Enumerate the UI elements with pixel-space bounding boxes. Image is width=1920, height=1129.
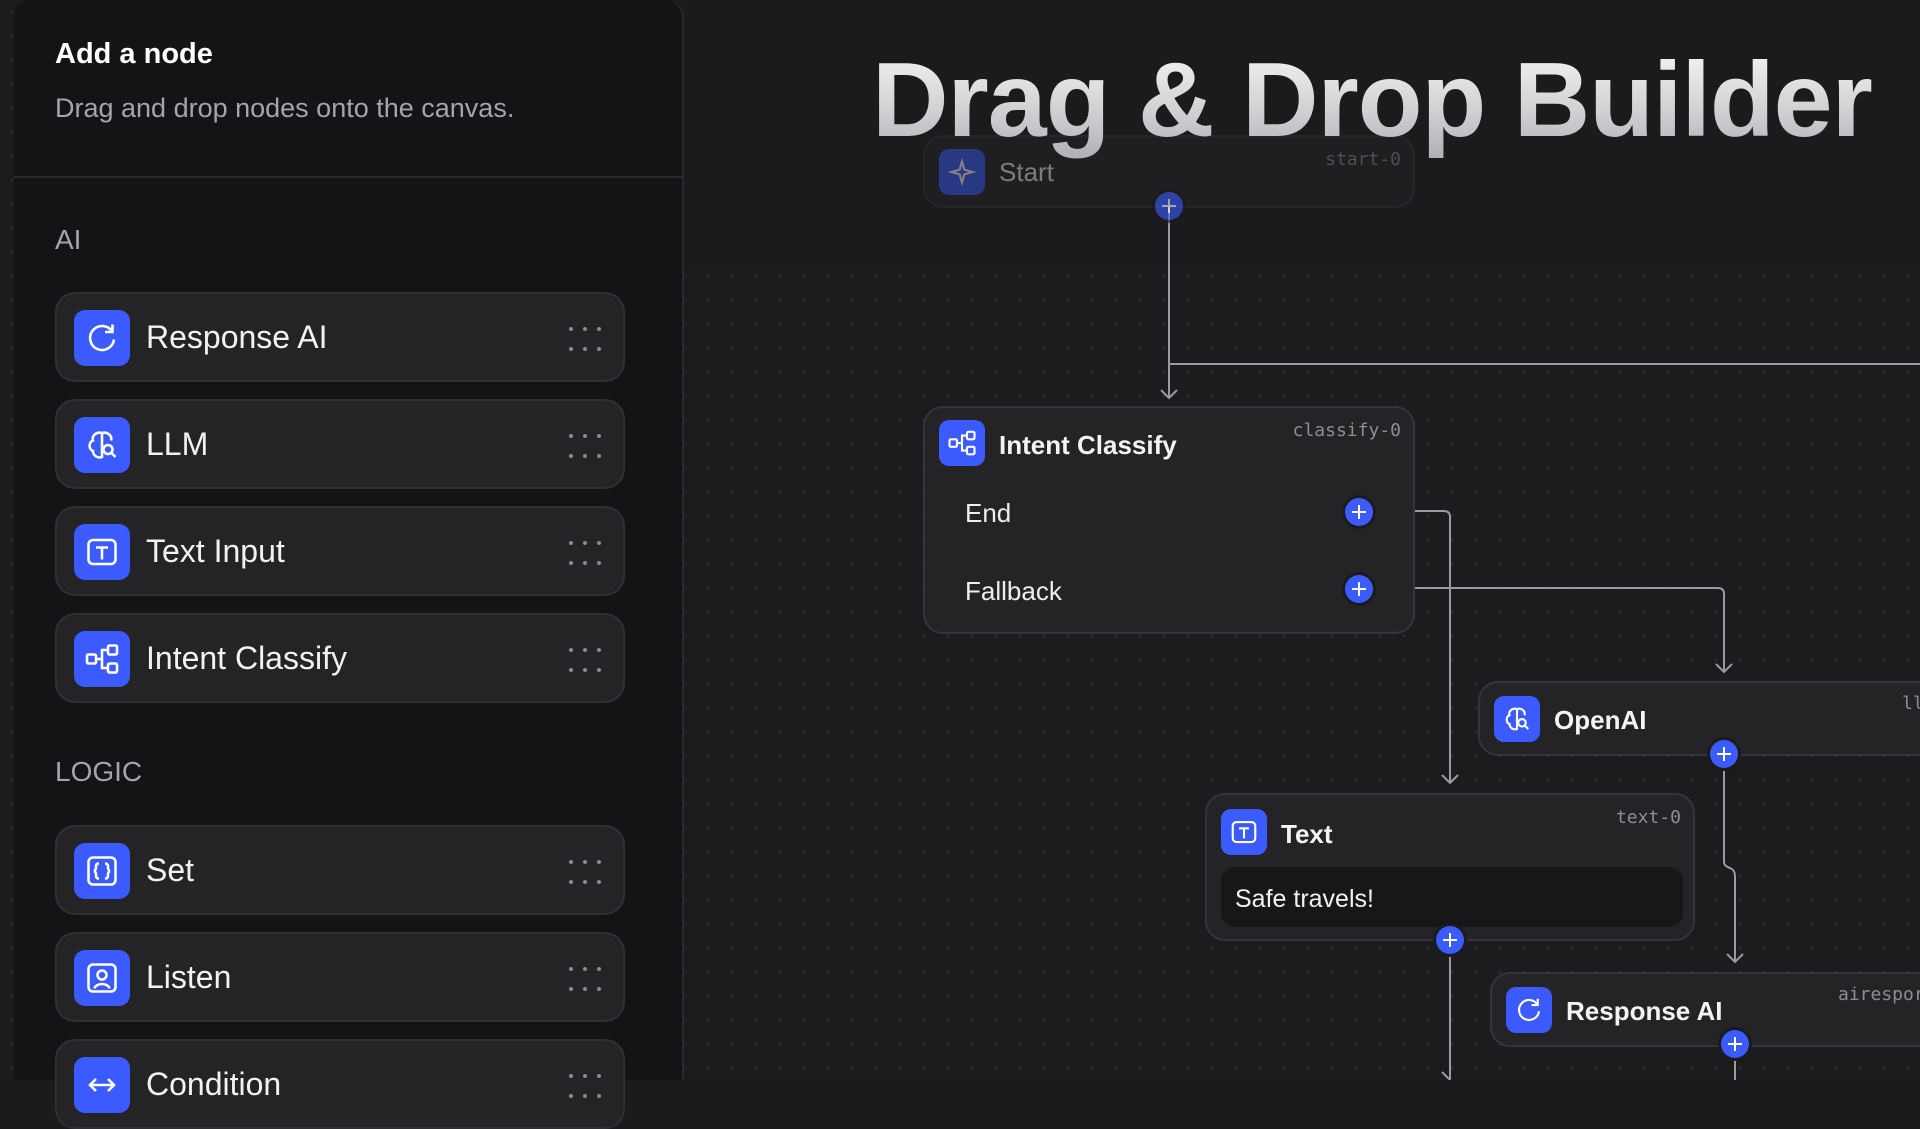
wire-openai-response — [1723, 754, 1736, 962]
palette-item-condition[interactable]: Condition — [55, 1039, 625, 1129]
drag-handle-icon[interactable] — [567, 1072, 603, 1100]
node-openai-title: OpenAI — [1554, 705, 1647, 735]
drag-handle-icon[interactable] — [567, 646, 603, 674]
palette-item-set[interactable]: Set — [55, 825, 625, 915]
brain-icon — [74, 417, 130, 473]
text-output-port[interactable] — [1436, 926, 1464, 954]
section-label-ai: AI — [55, 224, 82, 255]
palette-item-label: Intent Classify — [146, 640, 347, 676]
node-start-title: Start — [999, 157, 1054, 187]
drag-handle-icon[interactable] — [567, 858, 603, 886]
start-output-port[interactable] — [1155, 192, 1183, 220]
node-openai[interactable]: OpenAI ll — [1478, 681, 1920, 756]
palette-item-label: Response AI — [146, 319, 328, 355]
openai-output-port[interactable] — [1710, 740, 1738, 768]
refresh-bubble-icon — [1506, 987, 1552, 1033]
drag-handle-icon[interactable] — [567, 432, 603, 460]
arrowhead-bottom — [1441, 1071, 1451, 1080]
arrowhead-openai — [1715, 663, 1733, 674]
node-text-title: Text — [1281, 819, 1333, 849]
palette-item-text-input[interactable]: Text Input — [55, 506, 625, 596]
route-end-port[interactable] — [1345, 498, 1373, 526]
palette-item-label: LLM — [146, 426, 209, 462]
drag-handle-icon[interactable] — [567, 325, 603, 353]
sidebar-subtitle: Drag and drop nodes onto the canvas. — [55, 93, 515, 123]
text-box-icon — [74, 524, 130, 580]
node-intent-classify[interactable]: Intent Classify classify-0 End Fallback — [923, 406, 1415, 634]
node-classify-id: classify-0 — [1292, 420, 1401, 441]
route-fallback-label: Fallback — [965, 576, 1062, 606]
node-response-title: Response AI — [1566, 996, 1723, 1026]
node-palette-sidebar: Add a node Drag and drop nodes onto the … — [14, 0, 684, 1129]
sidebar-title: Add a node — [55, 38, 213, 70]
arrowhead-classify — [1160, 389, 1178, 400]
route-end-label: End — [965, 498, 1012, 528]
node-response-ai[interactable]: Response AI airespor — [1490, 972, 1920, 1047]
palette-item-label: Set — [146, 852, 195, 888]
text-box-icon — [1221, 809, 1267, 855]
node-response-id: airespor — [1838, 984, 1920, 1005]
page-headline: Drag & Drop Builder — [872, 30, 1873, 170]
palette-item-label: Condition — [146, 1066, 282, 1102]
node-start-id: start-0 — [1325, 149, 1401, 170]
text-message-field[interactable]: Safe travels! — [1221, 867, 1683, 927]
palette-item-response-ai[interactable]: Response AI — [55, 292, 625, 382]
palette-item-label: Listen — [146, 959, 232, 995]
wire-end-text — [1415, 510, 1451, 783]
route-fallback-port[interactable] — [1345, 575, 1373, 603]
brain-icon — [1494, 696, 1540, 742]
drag-handle-icon[interactable] — [567, 965, 603, 993]
sidebar-header: Add a node Drag and drop nodes onto the … — [14, 0, 682, 178]
arrowhead-response — [1726, 953, 1744, 964]
branch-icon — [74, 631, 130, 687]
node-text-id: text-0 — [1615, 807, 1681, 828]
node-text[interactable]: Text text-0 Safe travels! — [1205, 793, 1695, 941]
arrowhead-text — [1441, 774, 1459, 785]
canvas-header-fade — [683, 0, 1920, 265]
node-openai-id: ll — [1902, 693, 1920, 714]
response-output-port[interactable] — [1721, 1030, 1749, 1058]
connection-wires — [1160, 206, 1920, 1080]
palette-item-llm[interactable]: LLM — [55, 399, 625, 489]
arrows-icon — [74, 1057, 130, 1113]
sparkle-icon — [939, 149, 985, 195]
palette-item-label: Text Input — [146, 533, 285, 569]
person-frame-icon — [74, 950, 130, 1006]
palette-item-listen[interactable]: Listen — [55, 932, 625, 1022]
refresh-bubble-icon — [74, 310, 130, 366]
section-label-logic: LOGIC — [55, 756, 143, 787]
braces-icon — [74, 843, 130, 899]
branch-icon — [939, 420, 985, 466]
node-classify-title: Intent Classify — [999, 430, 1177, 460]
palette-item-intent-classify[interactable]: Intent Classify — [55, 613, 625, 703]
wire-fallback-openai — [1415, 587, 1725, 672]
drag-handle-icon[interactable] — [567, 539, 603, 567]
